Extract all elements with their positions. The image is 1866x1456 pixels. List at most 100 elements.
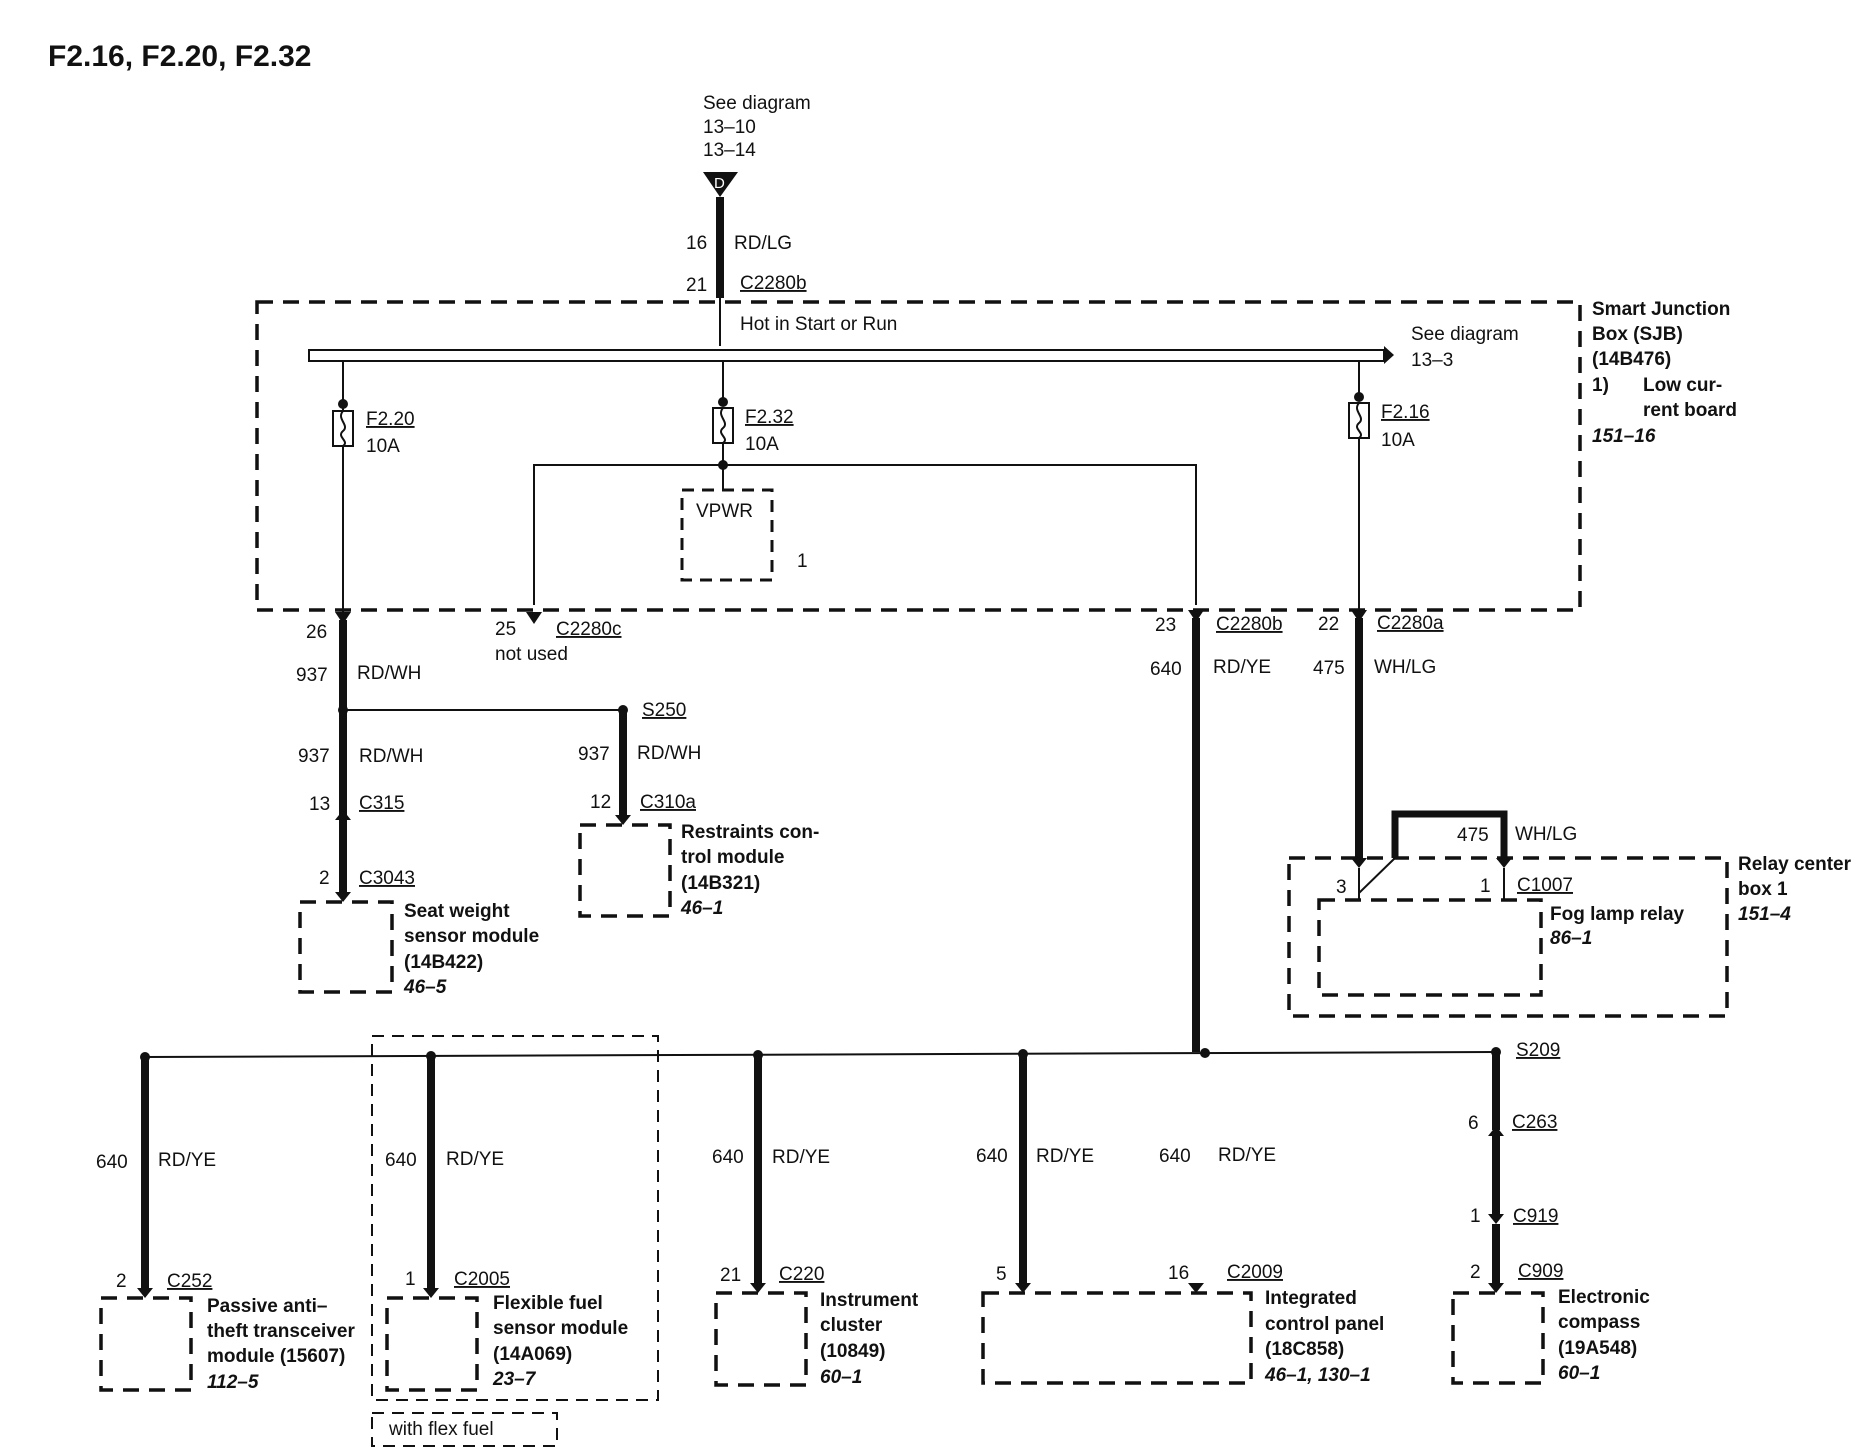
c2280a-pin22: 22 (1318, 614, 1339, 635)
c3043-label: C3043 (359, 868, 415, 889)
c2280b-pin23-arrow (1188, 610, 1204, 622)
s250-label: S250 (642, 700, 686, 721)
bottom-splice-wire (144, 1051, 1497, 1058)
sjb-box (255, 300, 1582, 612)
feed-circuit: 16 (686, 233, 707, 254)
rcm-line2: trol module (681, 847, 784, 868)
f2-32-branch-wire (533, 464, 1197, 605)
flex-line2: sensor module (493, 1318, 628, 1339)
compass-line2: compass (1558, 1312, 1640, 1333)
compass-conn: C909 (1518, 1261, 1563, 1282)
c310a-label: C310a (640, 792, 696, 813)
wire-937-color-3: RD/WH (637, 743, 701, 764)
c3043-pin: 2 (319, 868, 330, 889)
restraints-module-box (578, 823, 672, 918)
icp-line1: Integrated (1265, 1288, 1357, 1309)
cluster-line1: Instrument (820, 1290, 919, 1311)
c2280c-not-used: not used (495, 644, 568, 665)
sjb-name-2: Box (SJB) (1592, 324, 1683, 345)
connector-d-triangle (703, 172, 738, 197)
seat-module-line1: Seat weight (404, 901, 510, 922)
feed-note: Hot in Start or Run (740, 314, 897, 335)
c2280c-pin25: 25 (495, 619, 516, 640)
c2280a-connector: C2280a (1377, 613, 1444, 634)
icp-pin-a: 5 (996, 1264, 1007, 1285)
cluster-ref: 60–1 (820, 1367, 862, 1388)
rcb-ref: 151–4 (1738, 904, 1791, 925)
compass-pin: 2 (1470, 1262, 1481, 1283)
passive-line3: module (15607) (207, 1346, 345, 1367)
rcm-line3: (14B321) (681, 873, 760, 894)
bus-arrow (1384, 346, 1394, 364)
wire-640-circuit-main: 640 (1150, 659, 1182, 680)
rcm-line1: Restraints con- (681, 822, 819, 843)
wire-937-circuit-1: 937 (296, 665, 328, 686)
c2280a-pin22-arrow (1351, 610, 1367, 622)
passive-pin: 2 (116, 1271, 127, 1292)
compass-box (1451, 1291, 1545, 1385)
flex-line3: (14A069) (493, 1344, 572, 1365)
fuse-icon (1356, 402, 1362, 439)
feed-pin: 21 (686, 275, 707, 296)
fog-lamp-relay-box (1317, 898, 1543, 997)
wire-475-circuit: 475 (1313, 658, 1345, 679)
icp-line3: (18C858) (1265, 1339, 1344, 1360)
flex-ref: 23–7 (492, 1369, 537, 1390)
cluster-conn: C220 (779, 1264, 824, 1285)
icp-circuit-a: 640 (976, 1146, 1008, 1167)
c1007-label: C1007 (1517, 875, 1573, 896)
flex-note: with flex fuel (388, 1419, 494, 1440)
wire-475-jumper (1391, 810, 1508, 858)
cluster-pin: 21 (720, 1265, 741, 1286)
sjb-fn-num: 1) (1592, 375, 1609, 396)
fuse-f2-16 (1348, 402, 1370, 439)
wire-937-color-2: RD/WH (359, 746, 423, 767)
compass-c919-pin: 1 (1470, 1206, 1481, 1227)
c2280c-connector: C2280c (556, 619, 622, 640)
relay-contact (1358, 857, 1396, 894)
flex-fuel-group-box (371, 1035, 659, 1401)
connector-d-letter: D (714, 175, 725, 192)
icp-box (981, 1291, 1253, 1385)
c315-pin: 13 (309, 794, 330, 815)
jumper-color: WH/LG (1515, 824, 1577, 845)
wire-475-color: WH/LG (1374, 657, 1436, 678)
top-see-diagram: See diagram (703, 93, 811, 114)
compass-line3: (19A548) (1558, 1338, 1637, 1359)
c2280c-pin26: 26 (306, 622, 327, 643)
sjb-see-diagram: See diagram (1411, 324, 1519, 345)
flex-note-box (371, 1412, 558, 1447)
flex-line1: Flexible fuel (493, 1293, 603, 1314)
compass-ref: 60–1 (1558, 1363, 1600, 1384)
fog-relay-ref: 86–1 (1550, 928, 1592, 949)
relay-center-box (1287, 856, 1729, 1018)
fuse-f2-20 (332, 410, 354, 447)
seat-weight-module-box (298, 900, 394, 994)
c2280b-connector: C2280b (1216, 614, 1283, 635)
c310a-pin: 12 (590, 792, 611, 813)
cluster-box (714, 1291, 808, 1387)
icp-color-b: RD/YE (1218, 1145, 1276, 1166)
compass-c263-pin: 6 (1468, 1113, 1479, 1134)
fuse-icon (720, 407, 726, 444)
c310a-arrow (615, 815, 631, 825)
compass-line1: Electronic (1558, 1287, 1650, 1308)
icp-line2: control panel (1265, 1314, 1384, 1335)
passive-circuit: 640 (96, 1152, 128, 1173)
seat-module-line2: sensor module (404, 926, 539, 947)
icp-ref: 46–1, 130–1 (1264, 1365, 1371, 1386)
seat-module-line3: (14B422) (404, 952, 483, 973)
rcm-ref: 46–1 (680, 898, 723, 919)
passive-line1: Passive anti– (207, 1296, 327, 1317)
sjb-see-ref: 13–3 (1411, 350, 1453, 371)
fuse-f2-20-amps: 10A (366, 436, 400, 457)
wire-937-circuit-3: 937 (578, 744, 610, 765)
fuse-f2-32-name: F2.32 (745, 407, 794, 428)
sjb-fn-2: rent board (1643, 400, 1737, 421)
sjb-fn-1: Low cur- (1643, 375, 1722, 396)
jumper-circuit: 475 (1457, 825, 1489, 846)
icp-pin-b: 16 (1168, 1263, 1189, 1284)
icp-circuit-b: 640 (1159, 1146, 1191, 1167)
feed-connector: C2280b (740, 273, 807, 294)
